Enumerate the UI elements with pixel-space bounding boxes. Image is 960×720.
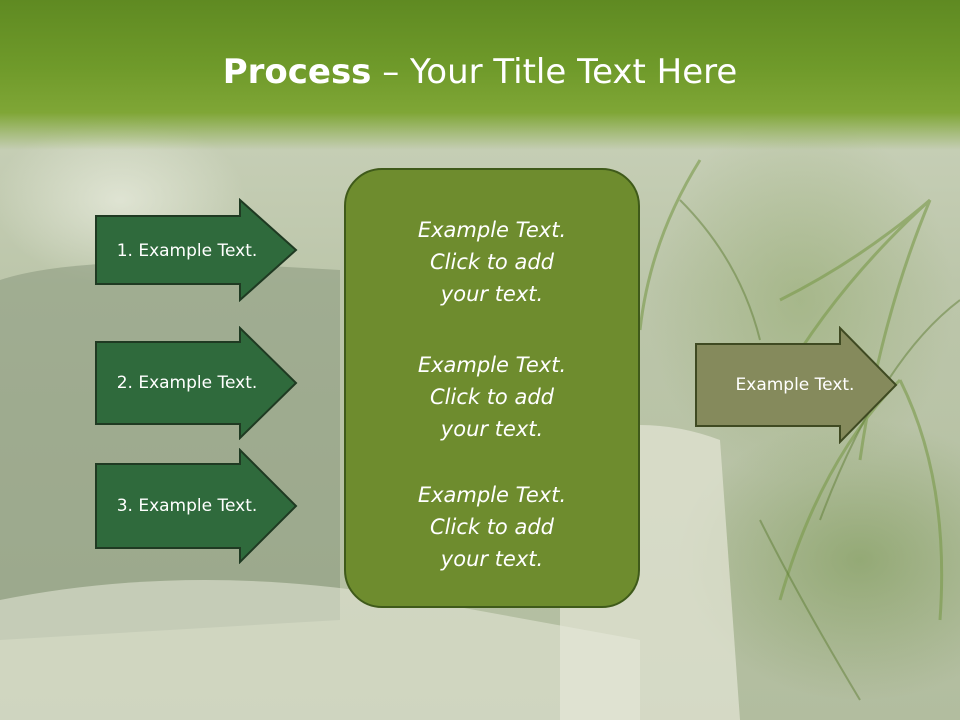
left-arrow-3-label: 3. Example Text.	[116, 496, 258, 516]
slide-title[interactable]: Process – Your Title Text Here	[0, 52, 960, 92]
center-item-2-line-3: your text.	[440, 417, 544, 441]
left-arrow-2[interactable]	[94, 326, 300, 440]
center-item-1-line-3: your text.	[440, 282, 544, 306]
center-item-3-line-1: Example Text.	[417, 483, 567, 507]
center-item-1-line-1: Example Text.	[417, 218, 567, 242]
title-rest: – Your Title Text Here	[371, 52, 738, 92]
center-text-box[interactable]: Example Text. Click to add your text. Ex…	[344, 168, 640, 608]
center-item-2-line-2: Click to add	[429, 385, 554, 409]
center-item-1: Example Text. Click to add your text.	[346, 214, 638, 310]
left-arrow-2-label: 2. Example Text.	[116, 373, 258, 393]
right-arrow-label: Example Text.	[735, 375, 855, 395]
center-item-3: Example Text. Click to add your text.	[346, 479, 638, 575]
left-arrow-1-label: 1. Example Text.	[116, 241, 258, 261]
center-item-3-line-3: your text.	[440, 547, 544, 571]
center-item-2: Example Text. Click to add your text.	[346, 349, 638, 445]
center-item-3-line-2: Click to add	[429, 515, 554, 539]
left-arrow-3[interactable]	[94, 448, 300, 564]
center-item-2-line-1: Example Text.	[417, 353, 567, 377]
title-bold: Process	[222, 52, 372, 92]
center-item-1-line-2: Click to add	[429, 250, 554, 274]
left-arrow-1[interactable]	[94, 198, 300, 302]
right-arrow[interactable]	[694, 326, 900, 444]
title-bar	[0, 0, 960, 150]
